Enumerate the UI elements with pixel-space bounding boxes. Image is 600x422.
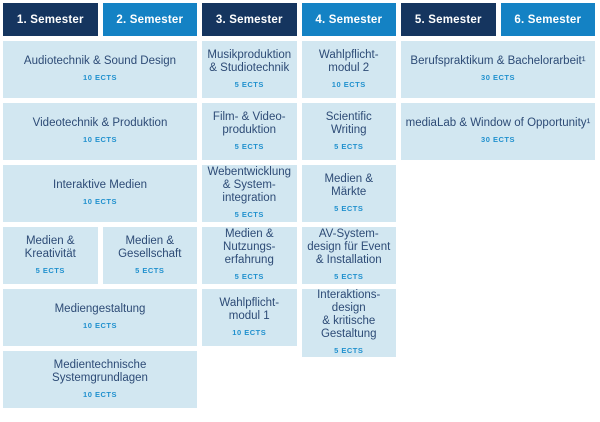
module-cell-av-systemdesign-event-installation: AV-System- design für Event & Installati… xyxy=(301,227,396,284)
module-ects: 5 ECTS xyxy=(234,272,264,281)
module-title: Audiotechnik & Sound Design xyxy=(23,55,177,67)
module-title: Scientific Writing xyxy=(325,110,372,136)
semester-header-3: 3. Semester xyxy=(202,3,297,36)
module-ects: 5 ECTS xyxy=(135,265,165,275)
module-title: Mediengestaltung xyxy=(54,303,146,315)
module-title: Medientechnische Systemgrundlagen xyxy=(52,358,148,384)
module-ects: 5 ECTS xyxy=(234,210,264,219)
module-cell-medientechnische-systemgrundlagen: Medientechnische Systemgrundlagen 10 ECT… xyxy=(3,351,197,408)
module-ects: 5 ECTS xyxy=(234,79,264,89)
module-title: Medien & Kreativität xyxy=(24,234,76,260)
module-cell-film-videoproduktion: Film- & Video- produktion 5 ECTS xyxy=(202,103,297,160)
module-title: Medien & Nutzungs- erfahrung xyxy=(223,228,276,266)
module-ects: 10 ECTS xyxy=(83,135,117,144)
module-cell-medien-gesellschaft: Medien & Gesellschaft 5 ECTS xyxy=(102,227,197,284)
module-cell-medien-nutzungserfahrung: Medien & Nutzungs- erfahrung 5 ECTS xyxy=(202,227,297,284)
module-ects: 10 ECTS xyxy=(83,197,117,206)
module-title: Videotechnik & Produktion xyxy=(32,117,168,129)
module-cell-musikproduktion-studiotechnik: Musikproduktion & Studiotechnik 5 ECTS xyxy=(202,41,297,98)
module-ects: 5 ECTS xyxy=(334,346,364,355)
module-cell-wahlpflichtmodul-1: Wahlpflicht- modul 1 10 ECTS xyxy=(202,289,297,346)
semester-header-4: 4. Semester xyxy=(301,3,396,36)
module-cell-videotechnik-produktion: Videotechnik & Produktion 10 ECTS xyxy=(3,103,197,160)
module-cell-medien-kreativitaet: Medien & Kreativität 5 ECTS xyxy=(3,227,98,284)
module-title: Wahlpflicht- modul 2 xyxy=(318,48,379,74)
module-title: Interaktions- design & kritische Gestalt… xyxy=(317,289,381,340)
module-cell-wahlpflichtmodul-2: Wahlpflicht- modul 2 10 ECTS xyxy=(301,41,396,98)
module-ects: 10 ECTS xyxy=(83,321,117,330)
module-ects: 10 ECTS xyxy=(232,327,267,337)
semester-header-1: 1. Semester xyxy=(3,3,98,36)
module-cell-webentwicklung-systemintegration: Webentwicklung & System- integration 5 E… xyxy=(202,165,297,222)
semester-header-6: 6. Semester xyxy=(500,3,595,36)
module-ects: 30 ECTS xyxy=(481,73,515,82)
module-cell-medialab-window-of-opportunity: mediaLab & Window of Opportunity¹ 30 ECT… xyxy=(401,103,595,160)
module-ects: 10 ECTS xyxy=(331,79,366,89)
module-ects: 5 ECTS xyxy=(35,265,65,275)
module-title: Interaktive Medien xyxy=(53,179,147,191)
module-title: Medien & Märkte xyxy=(324,172,374,198)
module-cell-berufspraktikum-bachelorarbeit: Berufspraktikum & Bachelorarbeit¹ 30 ECT… xyxy=(401,41,595,98)
module-ects: 10 ECTS xyxy=(83,389,117,399)
module-cell-scientific-writing: Scientific Writing 5 ECTS xyxy=(301,103,396,160)
module-title: Film- & Video- produktion xyxy=(212,110,286,136)
module-title: Musikproduktion & Studiotechnik xyxy=(207,48,292,74)
semester-header-2: 2. Semester xyxy=(102,3,197,36)
module-ects: 30 ECTS xyxy=(481,135,515,144)
module-cell-audiotechnik-sound-design: Audiotechnik & Sound Design 10 ECTS xyxy=(3,41,197,98)
module-title: Wahlpflicht- modul 1 xyxy=(219,296,280,322)
module-ects: 5 ECTS xyxy=(334,272,364,281)
module-ects: 5 ECTS xyxy=(234,141,264,151)
module-cell-mediengestaltung: Mediengestaltung 10 ECTS xyxy=(3,289,197,346)
module-cell-medien-maerkte: Medien & Märkte 5 ECTS xyxy=(301,165,396,222)
module-cell-interaktive-medien: Interaktive Medien 10 ECTS xyxy=(3,165,197,222)
module-cell-interaktionsdesign-kritische-gestaltung: Interaktions- design & kritische Gestalt… xyxy=(301,289,396,357)
module-title: AV-System- design für Event & Installati… xyxy=(307,228,391,266)
module-title: Webentwicklung & System- integration xyxy=(207,166,292,204)
module-ects: 5 ECTS xyxy=(334,141,364,151)
module-ects: 5 ECTS xyxy=(334,203,364,213)
module-ects: 10 ECTS xyxy=(83,73,117,82)
module-title: mediaLab & Window of Opportunity¹ xyxy=(405,117,591,129)
module-title: Medien & Gesellschaft xyxy=(118,234,182,260)
module-title: Berufspraktikum & Bachelorarbeit¹ xyxy=(410,55,586,67)
semester-header-5: 5. Semester xyxy=(401,3,496,36)
